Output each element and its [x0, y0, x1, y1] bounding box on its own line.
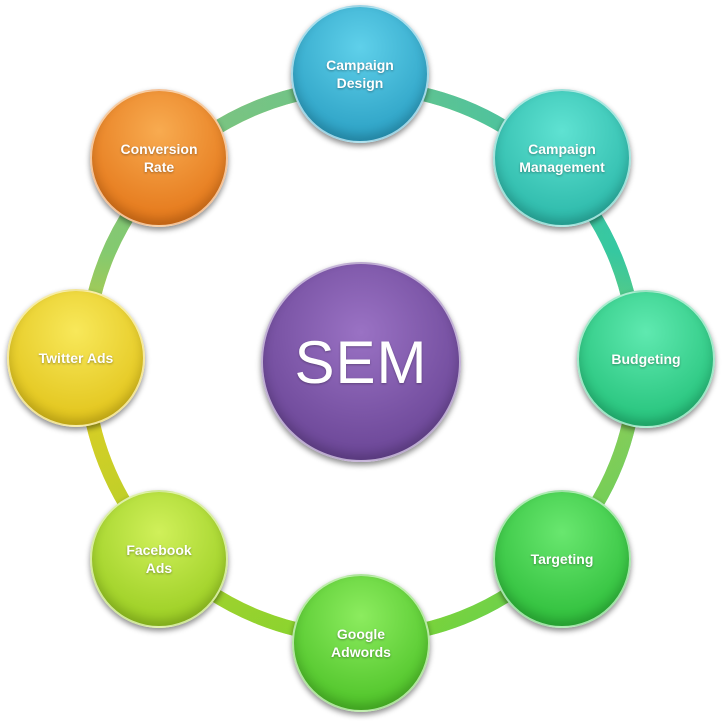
- center-node-sem: SEM: [261, 262, 461, 462]
- node-twitter-ads: Twitter Ads: [7, 289, 145, 427]
- node-facebook-ads: Facebook Ads: [90, 490, 228, 628]
- node-campaign-design: Campaign Design: [291, 5, 429, 143]
- node-conversion-rate: Conversion Rate: [90, 89, 228, 227]
- node-label: Google Adwords: [331, 626, 391, 660]
- node-label: Campaign Management: [519, 141, 605, 175]
- node-label: Campaign Design: [326, 57, 394, 91]
- center-label: SEM: [294, 328, 428, 396]
- node-google-adwords: Google Adwords: [292, 574, 430, 712]
- node-label: Twitter Ads: [38, 350, 114, 366]
- node-targeting: Targeting: [493, 490, 631, 628]
- node-label: Conversion Rate: [120, 141, 198, 175]
- node-label: Budgeting: [611, 351, 681, 367]
- node-campaign-management: Campaign Management: [493, 89, 631, 227]
- node-budgeting: Budgeting: [577, 290, 715, 428]
- node-label: Targeting: [530, 551, 594, 567]
- node-label: Facebook Ads: [126, 542, 192, 576]
